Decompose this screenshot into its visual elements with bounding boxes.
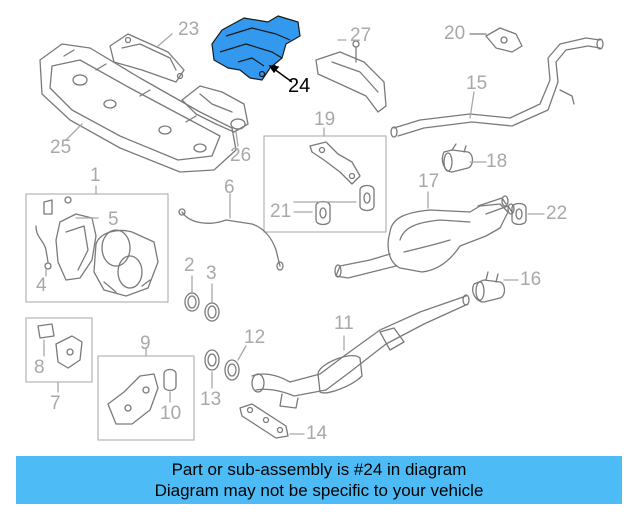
- part-3-gasket: [204, 283, 220, 322]
- callout-12: 12: [244, 327, 266, 348]
- callout-9: 9: [140, 333, 151, 354]
- part-15-pipe: [390, 37, 604, 138]
- callout-26: 26: [230, 145, 252, 166]
- callout-1: 1: [90, 165, 101, 186]
- part-24-highlighted: [211, 15, 301, 81]
- part-18-clamp: [441, 143, 487, 173]
- callout-14: 14: [306, 423, 328, 444]
- part-27-heatshield: [315, 39, 387, 113]
- callout-17: 17: [418, 171, 440, 192]
- part-17-muffler: [334, 191, 515, 279]
- part-6-pipe: [178, 193, 284, 271]
- part-9-10-group: [97, 347, 195, 441]
- callout-4: 4: [36, 275, 47, 296]
- banner-line-part: Part or sub-assembly is #24 in diagram: [171, 460, 467, 479]
- part-22-hanger: [511, 202, 545, 226]
- part-25-crossmember: [39, 43, 237, 173]
- callout-7: 7: [50, 393, 61, 414]
- callout-2: 2: [184, 255, 195, 276]
- part-1-group: [25, 185, 169, 303]
- part-13-gasket: [204, 349, 220, 389]
- part-7-8-group: [25, 317, 93, 393]
- callout-21: 21: [270, 201, 292, 222]
- callout-11: 11: [334, 313, 354, 334]
- info-banner: Part or sub-assembly is #24 in diagram D…: [16, 456, 622, 504]
- part-2-gasket: [184, 275, 200, 312]
- part-14-bracket: [239, 403, 305, 439]
- callout-24: 24: [288, 75, 311, 97]
- callout-18: 18: [486, 151, 508, 172]
- callout-25: 25: [50, 137, 72, 158]
- callout-22: 22: [546, 203, 568, 224]
- callout-20: 20: [444, 23, 466, 44]
- part-16-clamp: [472, 271, 519, 303]
- part-23-bracket: [109, 33, 185, 83]
- part-20-hanger: [469, 27, 523, 53]
- callout-8: 8: [34, 357, 45, 378]
- callout-6: 6: [224, 177, 235, 198]
- part-12-gasket: [224, 345, 247, 381]
- part-26-bracket: [181, 85, 249, 147]
- callout-13: 13: [200, 389, 222, 410]
- part-11-frontpipe: [251, 294, 470, 409]
- callout-16: 16: [520, 269, 542, 290]
- parts-diagram: [25, 15, 604, 441]
- callout-3: 3: [206, 263, 217, 284]
- callout-10: 10: [160, 403, 182, 424]
- callout-19: 19: [314, 109, 336, 130]
- callout-15: 15: [466, 73, 488, 94]
- callout-27: 27: [350, 25, 372, 46]
- banner-line-disclaimer: Diagram may not be specific to your vehi…: [154, 481, 484, 500]
- callout-23: 23: [178, 19, 200, 40]
- callout-5: 5: [108, 209, 119, 230]
- part-19-21-group: [263, 127, 387, 233]
